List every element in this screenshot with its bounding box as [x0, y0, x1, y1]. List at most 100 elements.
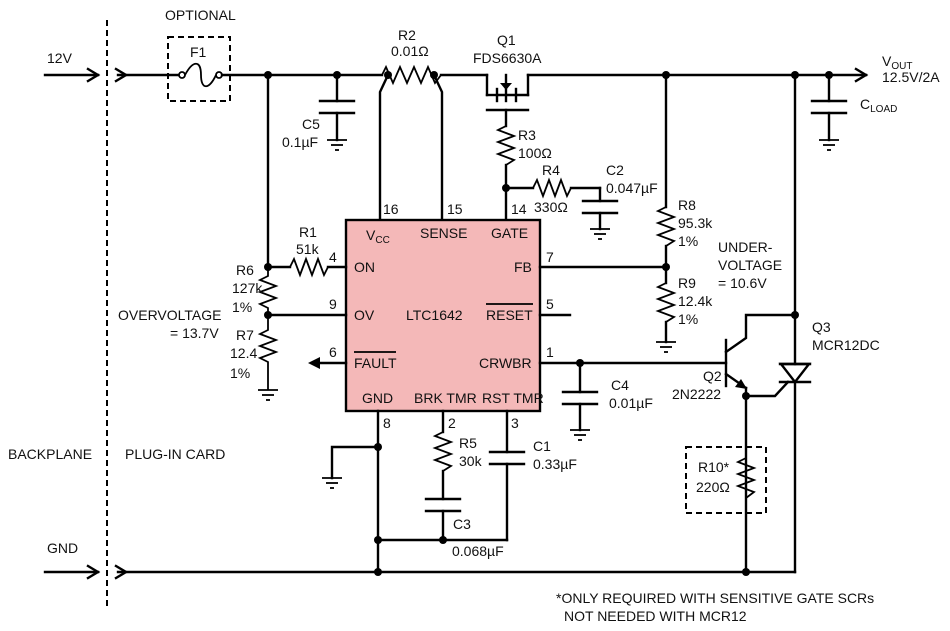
label-r9-value: 12.4k — [678, 293, 713, 309]
footnote-line-2: NOT NEEDED WITH MCR12 — [564, 608, 747, 624]
ground-rail: GND — [43, 540, 797, 580]
output-vout: VOUT 12.5V/2A — [854, 53, 940, 85]
label-undervoltage-3: = 10.6V — [718, 275, 767, 291]
capacitor-c5: C5 0.1µF — [282, 73, 356, 151]
pin-fb-number: 7 — [546, 249, 554, 265]
pin-gate-label: GATE — [491, 225, 528, 241]
resistor-r5: R5 30k — [432, 431, 483, 472]
label-r10: R10* — [698, 459, 730, 475]
label-r8-value: 95.3k — [678, 215, 713, 231]
resistor-r4: R4 330Ω — [504, 162, 602, 215]
resistor-r8: R8 95.3k 1% — [655, 197, 713, 249]
label-undervoltage-2: VOLTAGE — [718, 257, 782, 273]
resistor-r1: R1 51k — [266, 224, 348, 278]
resistor-r2: R2 0.01Ω — [381, 27, 442, 86]
label-c5-value: 0.1µF — [282, 134, 318, 150]
resistor-r7: R7 12.4 1% — [230, 315, 279, 401]
label-vout: VOUT — [882, 53, 912, 72]
label-r5-value: 30k — [459, 453, 483, 469]
label-plugin-card: PLUG-IN CARD — [125, 446, 225, 462]
pin-crwbr-label: CRWBR — [479, 355, 532, 371]
label-r2: R2 — [398, 27, 416, 43]
capacitor-c1: C1 0.33µF — [488, 409, 577, 542]
pin-ov-label: OV — [354, 307, 375, 323]
pin-on-label: ON — [354, 259, 375, 275]
label-c1: C1 — [533, 438, 551, 454]
pin-rst-label: RST TMR — [482, 390, 544, 406]
label-c2: C2 — [606, 162, 624, 178]
label-r7-tol: 1% — [230, 365, 250, 381]
label-f1: F1 — [190, 44, 207, 60]
r10-optional-box — [685, 446, 767, 514]
label-r7: R7 — [236, 327, 254, 343]
label-q1: Q1 — [497, 32, 516, 48]
pin-vcc-number: 16 — [383, 201, 399, 217]
pin-brk-number: 2 — [448, 415, 456, 431]
capacitor-cload: CLOAD — [810, 73, 897, 151]
pin-on-number: 4 — [329, 249, 337, 265]
pin-rst-number: 3 — [511, 415, 519, 431]
pin-crwbr-number: 1 — [546, 344, 554, 360]
pin-fault-number: 6 — [329, 344, 337, 360]
label-c4-value: 0.01µF — [609, 395, 653, 411]
label-r4: R4 — [542, 162, 560, 178]
label-q3: Q3 — [812, 319, 831, 335]
pin-gate-number: 14 — [511, 201, 527, 217]
pin-sense-number: 15 — [447, 201, 463, 217]
label-q3-value: MCR12DC — [812, 337, 880, 353]
resistor-r10: R10* 220Ω — [696, 457, 757, 499]
label-r1: R1 — [299, 224, 317, 240]
label-r6-value: 127k — [232, 280, 263, 296]
label-overvoltage-1: OVERVOLTAGE — [118, 307, 221, 323]
pin-ov-number: 9 — [329, 296, 337, 312]
label-backplane: BACKPLANE — [8, 446, 92, 462]
mosfet-q1: Q1 FDS6630A — [473, 32, 542, 128]
label-c1-value: 0.33µF — [533, 456, 577, 472]
label-undervoltage-1: UNDER- — [718, 239, 773, 255]
label-r8: R8 — [678, 197, 696, 213]
pin-reset-label: RESET — [486, 307, 533, 323]
pin-sense-label: SENSE — [420, 225, 467, 241]
label-r3-value: 100Ω — [518, 145, 552, 161]
label-overvoltage-2: = 13.7V — [170, 325, 219, 341]
label-c5: C5 — [302, 116, 320, 132]
capacitor-c2: C2 0.047µF — [581, 162, 658, 240]
label-gnd: GND — [47, 540, 78, 556]
label-r4-value: 330Ω — [534, 199, 568, 215]
label-r10-value: 220Ω — [696, 479, 730, 495]
label-c3: C3 — [453, 516, 471, 532]
pin-reset-number: 5 — [546, 296, 554, 312]
label-r5: R5 — [459, 435, 477, 451]
ic-ltc1642 — [344, 218, 542, 413]
label-optional: OPTIONAL — [165, 7, 236, 23]
label-r2-value: 0.01Ω — [391, 43, 429, 59]
label-r7-value: 12.4 — [230, 345, 257, 361]
fuse-optional-box — [167, 36, 231, 102]
resistor-r9: R9 12.4k 1% — [655, 275, 713, 353]
input-12v: 12V — [43, 50, 129, 83]
ic-name: LTC1642 — [406, 307, 463, 323]
label-12v: 12V — [47, 50, 73, 66]
pin-vcc-label: VCC — [366, 227, 390, 246]
label-vout-value: 12.5V/2A — [882, 69, 940, 85]
label-r9: R9 — [678, 275, 696, 291]
label-r9-tol: 1% — [678, 311, 698, 327]
label-c4: C4 — [611, 377, 629, 393]
pin-gnd-label: GND — [362, 390, 393, 406]
pin-fault-label: FAULT — [354, 355, 397, 371]
label-r8-tol: 1% — [678, 233, 698, 249]
fuse-f1: F1 — [178, 44, 223, 88]
pin-fb-label: FB — [514, 259, 532, 275]
label-c2-value: 0.047µF — [606, 180, 658, 196]
label-r6: R6 — [236, 262, 254, 278]
label-q2-value: 2N2222 — [672, 386, 721, 402]
label-r3: R3 — [518, 127, 536, 143]
label-c3-value: 0.068µF — [452, 543, 504, 559]
footnote-line-1: *ONLY REQUIRED WITH SENSITIVE GATE SCRs — [556, 590, 874, 606]
label-q2: Q2 — [703, 368, 722, 384]
label-r1-value: 51k — [296, 241, 320, 257]
label-cload: CLOAD — [860, 96, 897, 115]
pin-gnd-number: 8 — [383, 415, 391, 431]
resistor-r6: R6 127k 1% — [232, 262, 279, 315]
